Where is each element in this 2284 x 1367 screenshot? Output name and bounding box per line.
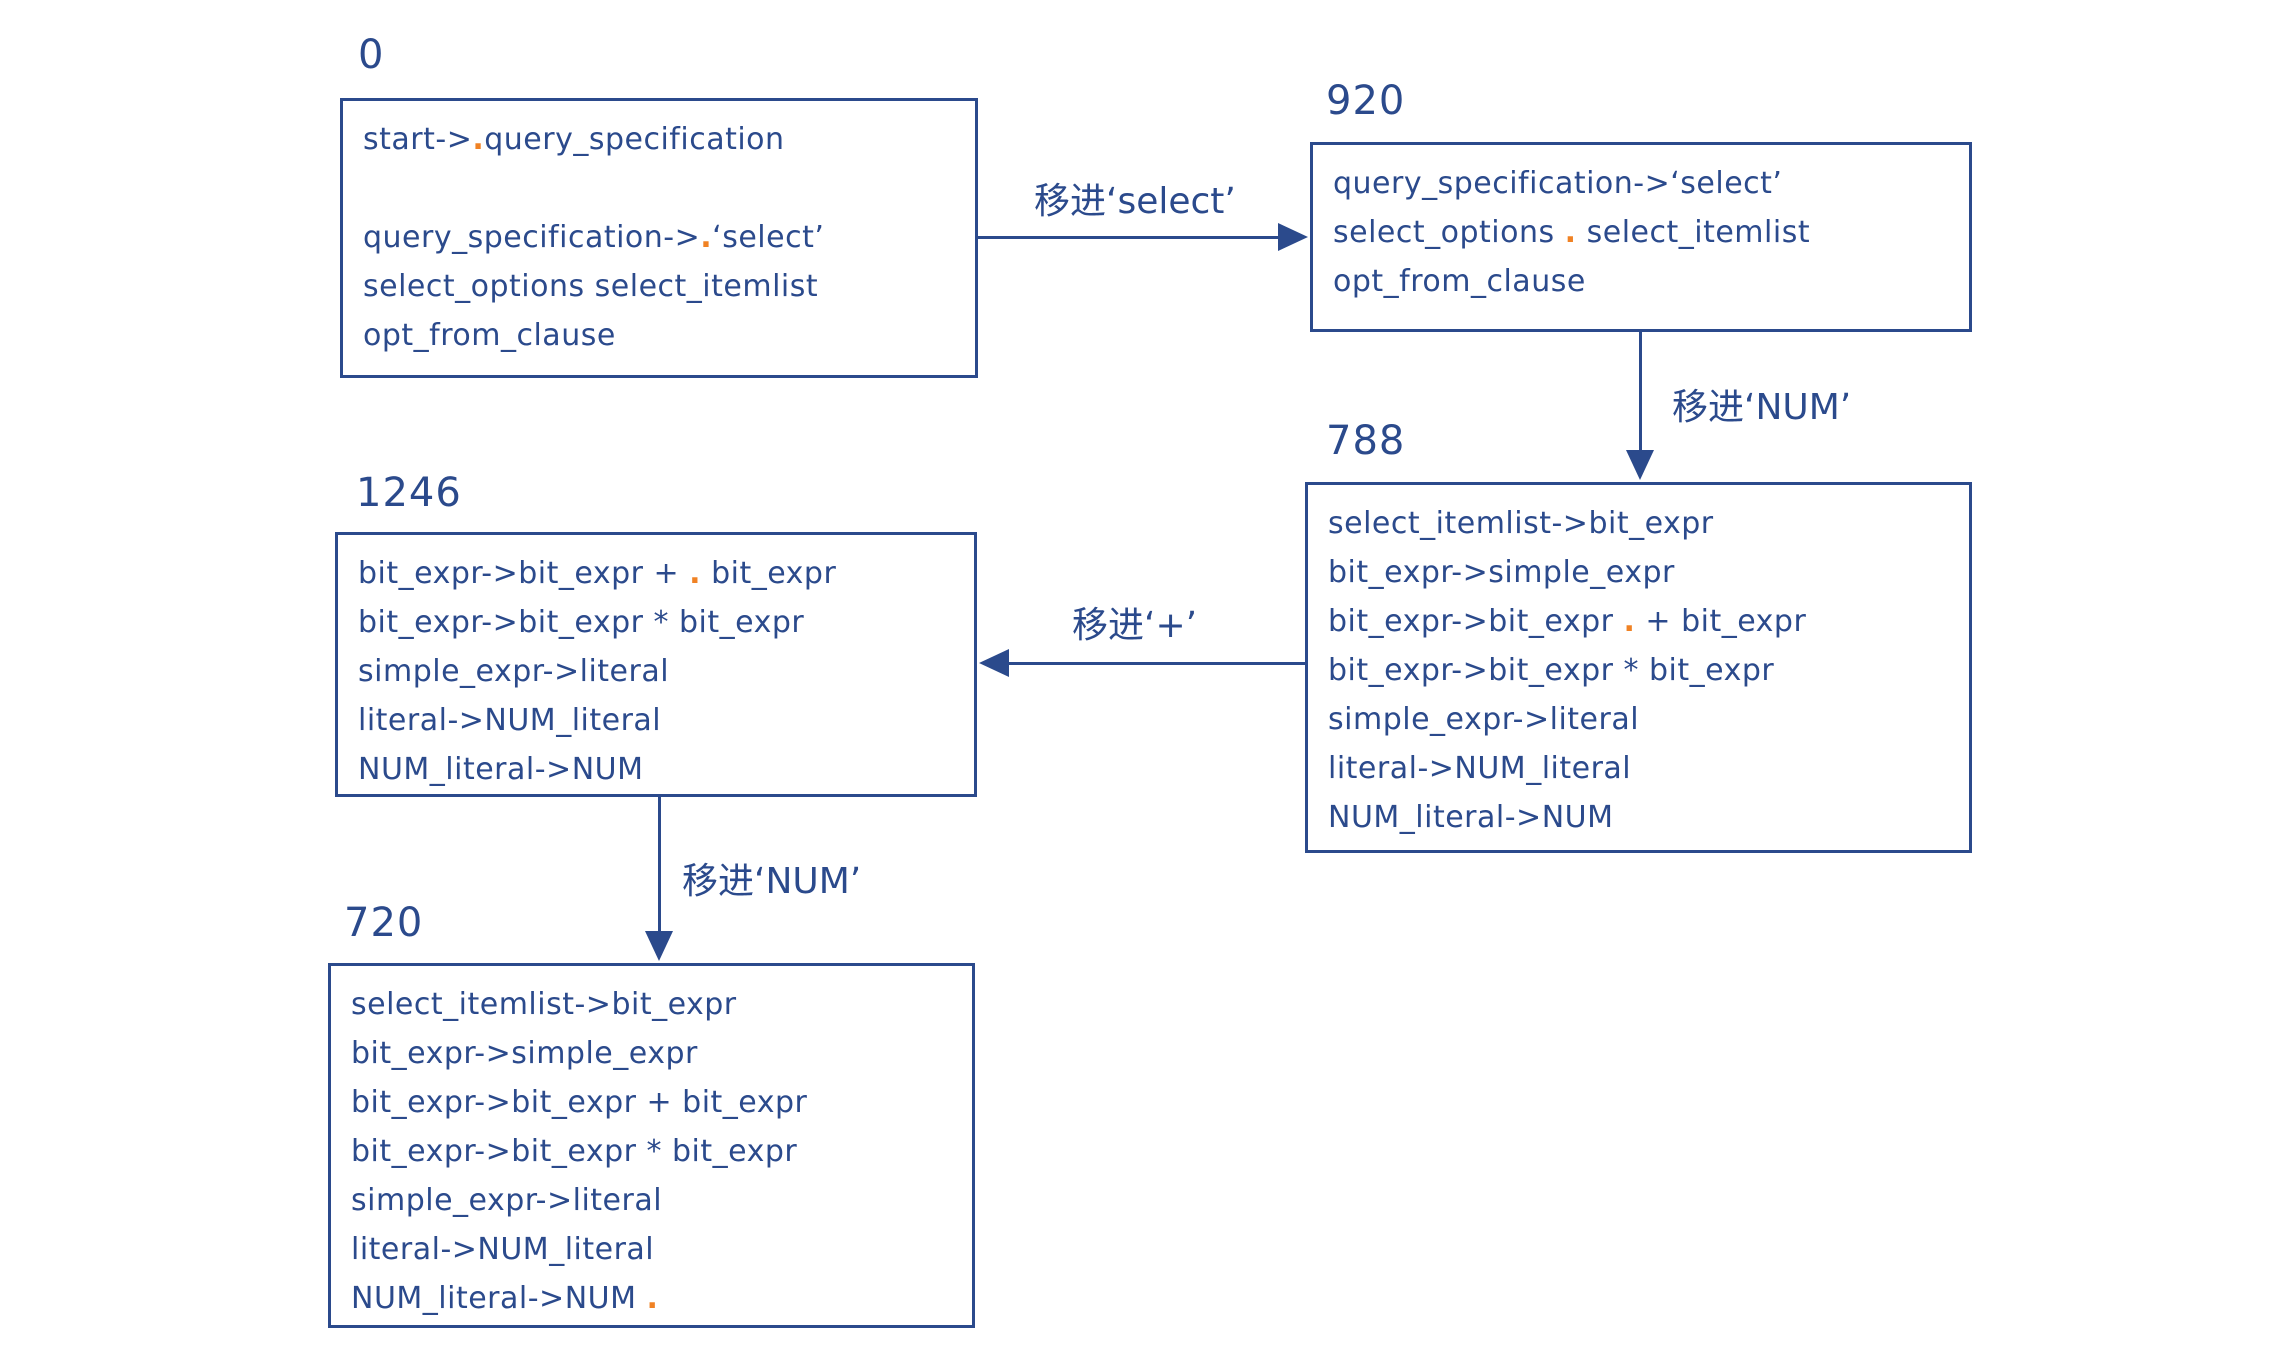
grammar-text: query_specification->‘select’	[1333, 166, 1783, 201]
state-number-788: 788	[1326, 418, 1406, 464]
arrowhead-icon	[979, 649, 1009, 677]
edge-shaft	[657, 797, 661, 933]
position-dot: .	[1623, 604, 1636, 639]
shift-action-label: 移进‘+’	[1072, 605, 1198, 646]
grammar-text: bit_expr->simple_expr	[351, 1036, 698, 1071]
grammar-line: simple_expr->literal	[358, 647, 968, 696]
grammar-line: literal->NUM_literal	[1328, 744, 1963, 793]
grammar-text: select_itemlist->bit_expr	[351, 987, 737, 1022]
grammar-line: literal->NUM_literal	[358, 696, 968, 745]
position-dot: .	[689, 556, 702, 591]
grammar-line-blank	[363, 164, 969, 213]
grammar-line: NUM_literal->NUM	[358, 745, 968, 794]
grammar-line: bit_expr->bit_expr * bit_expr	[351, 1127, 966, 1176]
grammar-line: simple_expr->literal	[1328, 695, 1963, 744]
grammar-text: simple_expr->literal	[1328, 702, 1640, 737]
grammar-line: NUM_literal->NUM	[1328, 793, 1963, 842]
state-box-920: query_specification->‘select’ select_opti…	[1310, 142, 1972, 332]
state-box-720: select_itemlist->bit_expr bit_expr->simpl…	[328, 963, 975, 1328]
shift-action-label: 移进‘NUM’	[1672, 387, 1852, 428]
state-number-720: 720	[344, 900, 424, 946]
grammar-text: literal->NUM_literal	[351, 1232, 655, 1267]
arrowhead-icon	[1626, 450, 1654, 480]
grammar-line: opt_from_clause	[1333, 257, 1963, 306]
grammar-line: NUM_literal->NUM .	[351, 1274, 966, 1323]
edge-shaft	[1007, 661, 1305, 665]
grammar-line: bit_expr->bit_expr . + bit_expr	[1328, 597, 1963, 646]
grammar-line: literal->NUM_literal	[351, 1225, 966, 1274]
grammar-text: select_itemlist->bit_expr	[1328, 506, 1714, 541]
grammar-line: query_specification->‘select’	[1333, 159, 1963, 208]
grammar-text: bit_expr->bit_expr	[1328, 604, 1624, 639]
arrowhead-icon	[1278, 223, 1308, 251]
grammar-text: select_options	[1333, 215, 1565, 250]
position-dot: .	[1564, 215, 1577, 250]
grammar-text: opt_from_clause	[363, 318, 616, 353]
grammar-text: select_itemlist	[1576, 215, 1811, 250]
grammar-line: bit_expr->bit_expr * bit_expr	[1328, 646, 1963, 695]
state-number-0: 0	[358, 32, 385, 78]
grammar-text: bit_expr->bit_expr * bit_expr	[1328, 653, 1775, 688]
grammar-text: opt_from_clause	[1333, 264, 1586, 299]
grammar-text: bit_expr	[701, 556, 837, 591]
grammar-text: literal->NUM_literal	[1328, 751, 1632, 786]
grammar-text: simple_expr->literal	[351, 1183, 663, 1218]
grammar-line: query_specification->.‘select’	[363, 213, 969, 262]
grammar-line: bit_expr->simple_expr	[1328, 548, 1963, 597]
grammar-line: start->.query_specification	[363, 115, 969, 164]
grammar-line: simple_expr->literal	[351, 1176, 966, 1225]
grammar-line: select_options select_itemlist	[363, 262, 969, 311]
grammar-text: query_specification	[484, 122, 785, 157]
edge-shaft	[978, 235, 1280, 239]
grammar-text: NUM_literal->NUM	[351, 1281, 647, 1316]
grammar-text: simple_expr->literal	[358, 654, 670, 689]
grammar-text: NUM_literal->NUM	[1328, 800, 1614, 835]
grammar-line: bit_expr->bit_expr + bit_expr	[351, 1078, 966, 1127]
grammar-line: opt_from_clause	[363, 311, 969, 360]
grammar-line: select_itemlist->bit_expr	[1328, 499, 1963, 548]
grammar-line: select_options . select_itemlist	[1333, 208, 1963, 257]
edge-shaft	[1638, 332, 1642, 452]
shift-action-label: 移进‘select’	[1034, 181, 1236, 222]
grammar-text: bit_expr->bit_expr + bit_expr	[351, 1085, 808, 1120]
shift-action-label: 移进‘NUM’	[682, 861, 862, 902]
state-number-1246: 1246	[356, 470, 462, 516]
grammar-line: bit_expr->simple_expr	[351, 1029, 966, 1078]
grammar-text: bit_expr->bit_expr * bit_expr	[358, 605, 805, 640]
grammar-text: bit_expr->simple_expr	[1328, 555, 1675, 590]
state-box-788: select_itemlist->bit_expr bit_expr->simpl…	[1305, 482, 1972, 853]
grammar-text: query_specification->	[363, 220, 701, 255]
grammar-line: bit_expr->bit_expr * bit_expr	[358, 598, 968, 647]
position-dot: .	[700, 220, 713, 255]
grammar-text: NUM_literal->NUM	[358, 752, 644, 787]
position-dot: .	[646, 1281, 659, 1316]
grammar-text: start->	[363, 122, 473, 157]
grammar-text: + bit_expr	[1635, 604, 1807, 639]
grammar-text: ‘select’	[712, 220, 825, 255]
grammar-text: select_options select_itemlist	[363, 269, 819, 304]
grammar-text: bit_expr->bit_expr +	[358, 556, 690, 591]
arrowhead-icon	[645, 931, 673, 961]
grammar-line: select_itemlist->bit_expr	[351, 980, 966, 1029]
position-dot: .	[472, 122, 485, 157]
grammar-text: bit_expr->bit_expr * bit_expr	[351, 1134, 798, 1169]
grammar-text: literal->NUM_literal	[358, 703, 662, 738]
grammar-line: bit_expr->bit_expr + . bit_expr	[358, 549, 968, 598]
state-number-920: 920	[1326, 78, 1406, 124]
